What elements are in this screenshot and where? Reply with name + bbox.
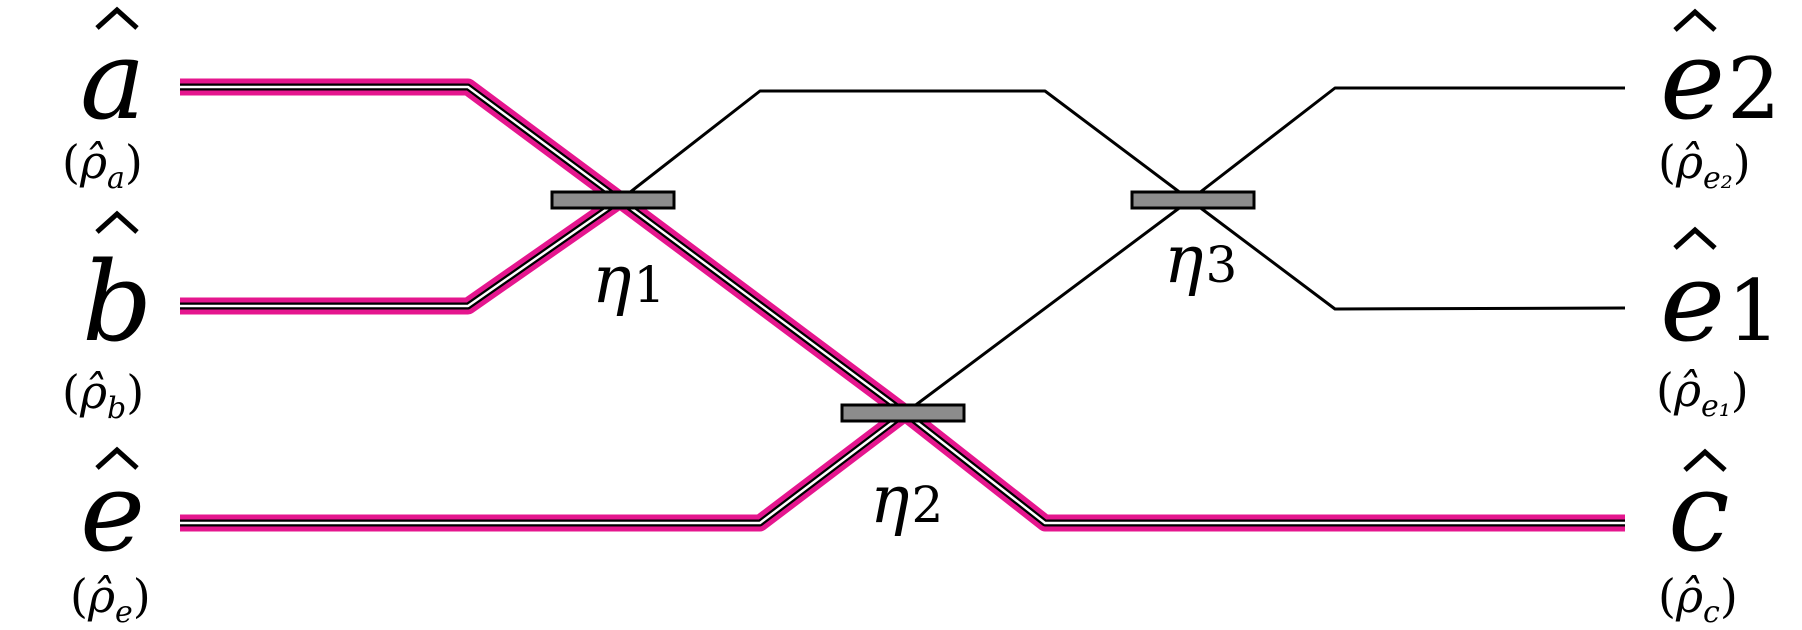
output-label-e2: e2 (ρ̂e₂) bbox=[1658, 8, 1781, 196]
bs3-label: η3 bbox=[1164, 221, 1237, 298]
svg-text:(ρ̂e): (ρ̂e) bbox=[70, 569, 151, 630]
beam-splitter-3 bbox=[1130, 190, 1256, 210]
double-line-layer bbox=[180, 83, 1625, 527]
svg-text:a: a bbox=[80, 16, 146, 144]
double-line-b-inner bbox=[180, 198, 621, 308]
highlight-path-b bbox=[180, 193, 625, 315]
hat-icon bbox=[95, 210, 139, 234]
beam-splitter-2 bbox=[840, 403, 966, 423]
path-bs1-to-bs3-top bbox=[619, 86, 1625, 202]
hat-icon bbox=[1673, 226, 1717, 250]
svg-text:(ρ̂e₂): (ρ̂e₂) bbox=[1658, 135, 1751, 196]
hat-icon bbox=[1683, 448, 1727, 472]
svg-text:e: e bbox=[80, 448, 145, 576]
bs2-label: η2 bbox=[870, 461, 943, 538]
input-label-e: e (ρ̂e) bbox=[70, 446, 151, 630]
path-bs2-to-bs3 bbox=[904, 198, 1626, 415]
hat-icon bbox=[1673, 8, 1717, 32]
hat-icon bbox=[95, 446, 139, 470]
bs1-label: η1 bbox=[592, 241, 665, 318]
svg-text:(ρ̂c): (ρ̂c) bbox=[1658, 569, 1738, 630]
highlight-path-e bbox=[180, 406, 911, 532]
svg-text:(ρ̂b): (ρ̂b) bbox=[62, 365, 144, 426]
beam-splitter-1 bbox=[550, 190, 676, 210]
thin-line-layer bbox=[619, 86, 1626, 415]
svg-text:e2: e2 bbox=[1660, 16, 1781, 144]
input-label-b: b (ρ̂b) bbox=[62, 210, 152, 426]
output-label-e1: e1 (ρ̂e₁) bbox=[1656, 226, 1781, 424]
svg-text:(ρ̂a): (ρ̂a) bbox=[62, 135, 143, 196]
output-label-c: c (ρ̂c) bbox=[1658, 448, 1738, 630]
double-line-e-inner bbox=[180, 412, 906, 525]
input-label-a: a (ρ̂a) bbox=[62, 6, 146, 196]
double-line-e bbox=[180, 410, 908, 527]
svg-text:e1: e1 bbox=[1660, 238, 1781, 366]
svg-text:b: b bbox=[82, 238, 152, 366]
hat-icon bbox=[95, 6, 139, 30]
beam-splitter-layer bbox=[550, 190, 1256, 423]
double-line-a-inner bbox=[180, 85, 1625, 525]
svg-text:(ρ̂e₁): (ρ̂e₁) bbox=[1656, 363, 1749, 424]
svg-text:c: c bbox=[1668, 448, 1730, 576]
